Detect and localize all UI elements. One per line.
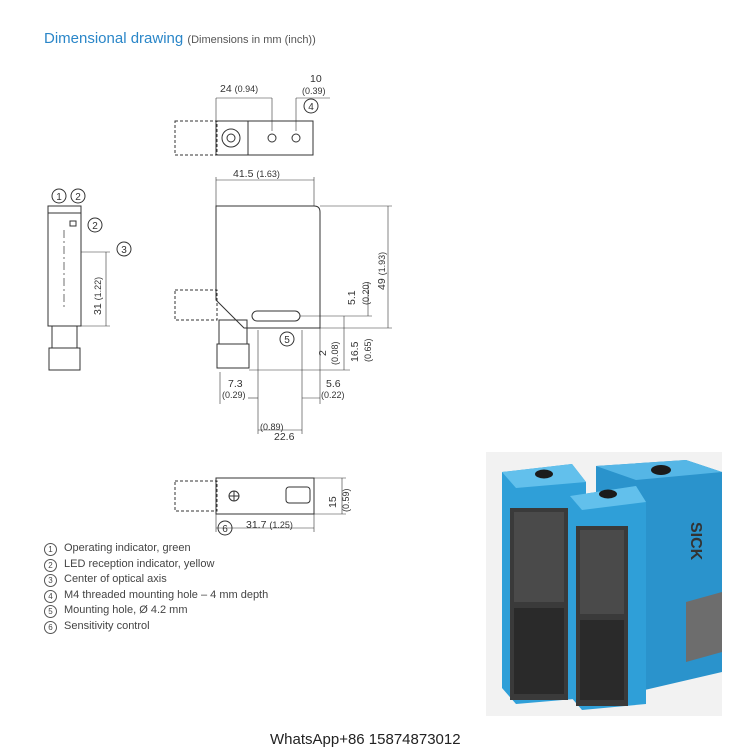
sensor-illustration: SICK	[502, 460, 722, 710]
brand-logo: SICK	[687, 522, 704, 561]
legend-number: 5	[44, 605, 57, 618]
legend-number: 4	[44, 589, 57, 603]
dim-15: 15	[327, 496, 339, 508]
dim-5-1-inch: (0.20)	[361, 281, 371, 305]
dim-31: 31 (1.22)	[92, 277, 104, 315]
legend-item: 5 Mounting hole, Ø 4.2 mm	[44, 603, 268, 619]
drawing-units-note: (Dimensions in mm (inch))	[187, 34, 316, 46]
legend-item: 4 M4 threaded mounting hole – 4 mm depth	[44, 588, 268, 604]
dim-2: 2	[317, 350, 329, 356]
dim-5-6-inch: (0.22)	[321, 390, 345, 400]
drawing-title: Dimensional drawing (Dimensions in mm (i…	[44, 30, 316, 47]
legend-text: M4 threaded mounting hole – 4 mm depth	[64, 588, 269, 601]
sensor-product-photo: SICK	[486, 452, 722, 716]
callout-3: 3	[121, 245, 127, 256]
legend-text: Center of optical axis	[64, 573, 167, 585]
dim-16-5: 16.5	[349, 341, 361, 362]
dim-10: 10	[310, 73, 322, 85]
dim-15-inch: (0.59)	[341, 488, 351, 512]
dim-5-6: 5.6	[326, 378, 341, 390]
dim-7-3-inch: (0.29)	[222, 390, 246, 400]
dim-5-1: 5.1	[346, 290, 358, 305]
dim-22-6: 22.6	[274, 431, 295, 443]
callout-1: 1	[56, 192, 62, 203]
drawing-title-text: Dimensional drawing	[44, 30, 184, 47]
legend-text: Sensitivity control	[64, 619, 150, 632]
bottom-view	[174, 477, 346, 532]
dim-10-inch: (0.39)	[302, 86, 326, 96]
sensor-front-right	[570, 486, 646, 710]
dim-7-3: 7.3	[228, 378, 243, 390]
callout-5: 5	[284, 335, 290, 346]
sensor-front-left	[502, 464, 586, 704]
legend-number: 2	[44, 558, 57, 572]
contact-watermark: WhatsApp+86 15874873012	[270, 731, 461, 748]
callout-2-side: 2	[92, 221, 98, 232]
legend-number: 1	[44, 543, 57, 556]
legend-item: 3 Center of optical axis	[44, 572, 268, 588]
top-view	[174, 97, 330, 156]
legend-number: 3	[44, 574, 57, 587]
legend-text: LED reception indicator, yellow	[64, 557, 215, 570]
callout-6: 6	[222, 524, 228, 535]
legend-text: Mounting hole, Ø 4.2 mm	[64, 604, 188, 616]
legend-text: Operating indicator, green	[64, 542, 191, 554]
callout-legend: 1 Operating indicator, green 2 LED recepti…	[44, 541, 268, 634]
legend-item: 6 Sensitivity control	[44, 619, 268, 635]
dim-16-5-inch: (0.65)	[363, 338, 373, 362]
front-view	[174, 177, 392, 434]
dim-41-5: 41.5 (1.63)	[233, 168, 280, 180]
dim-24: 24 (0.94)	[220, 83, 258, 95]
legend-item: 2 LED reception indicator, yellow	[44, 557, 268, 573]
callout-4: 4	[308, 102, 314, 113]
dim-22-6-inch: (0.89)	[260, 422, 284, 432]
callout-2: 2	[75, 192, 81, 203]
dim-2-inch: (0.08)	[330, 341, 340, 365]
dim-49: 49 (1.93)	[376, 252, 388, 290]
dim-31-7: 31.7 (1.25)	[246, 519, 293, 531]
side-view-left	[47, 205, 110, 371]
legend-item: 1 Operating indicator, green	[44, 541, 268, 557]
legend-number: 6	[44, 620, 57, 634]
